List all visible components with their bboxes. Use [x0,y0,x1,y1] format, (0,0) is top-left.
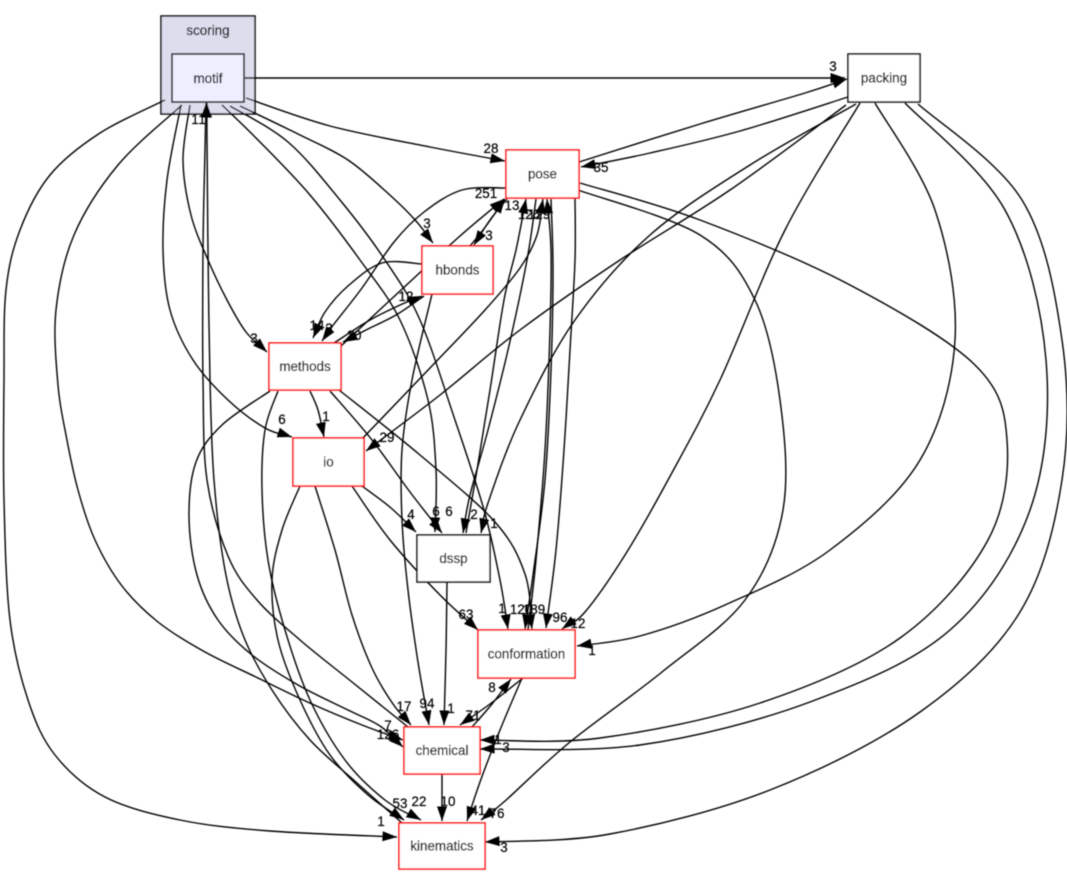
svg-text:scoring: scoring [186,23,229,38]
svg-text:6: 6 [445,504,452,519]
svg-text:1: 1 [447,701,454,716]
svg-text:3: 3 [325,321,332,336]
svg-text:1: 1 [498,601,505,616]
svg-text:3: 3 [502,740,509,755]
svg-text:packing: packing [861,71,907,86]
svg-text:96: 96 [553,610,568,625]
svg-text:1: 1 [191,112,198,127]
svg-text:94: 94 [420,696,435,711]
svg-text:251: 251 [475,186,497,201]
svg-text:2: 2 [470,507,477,522]
svg-text:8: 8 [488,680,495,695]
svg-text:1: 1 [588,643,595,658]
svg-text:7: 7 [384,718,391,733]
svg-text:methods: methods [279,359,331,374]
svg-text:3: 3 [829,59,836,74]
svg-text:189: 189 [523,602,545,617]
svg-text:pose: pose [528,167,557,182]
svg-text:10: 10 [441,794,456,809]
svg-text:35: 35 [594,160,609,175]
svg-text:3: 3 [250,331,257,346]
svg-text:71: 71 [466,708,481,723]
svg-text:126: 126 [377,727,399,742]
svg-text:120: 120 [510,602,532,617]
svg-text:29: 29 [380,430,395,445]
svg-text:chemical: chemical [416,743,469,758]
svg-text:dssp: dssp [439,551,467,566]
svg-text:3: 3 [500,840,507,855]
svg-text:kinematics: kinematics [410,839,474,854]
svg-text:10: 10 [347,328,362,343]
svg-text:hbonds: hbonds [436,263,480,278]
svg-text:io: io [323,455,333,470]
svg-text:129: 129 [528,207,550,222]
svg-text:126: 126 [518,207,540,222]
svg-text:conformation: conformation [488,647,565,662]
svg-text:63: 63 [459,607,474,622]
svg-text:13: 13 [505,198,520,213]
svg-text:28: 28 [484,141,499,156]
svg-text:6: 6 [432,504,439,519]
svg-text:17: 17 [397,699,412,714]
svg-text:1: 1 [490,516,497,531]
svg-text:1: 1 [322,409,329,424]
svg-text:76: 76 [490,806,505,821]
svg-text:1: 1 [494,732,501,747]
svg-text:4: 4 [407,507,415,522]
svg-text:1: 1 [198,112,205,127]
svg-text:6: 6 [278,412,285,427]
svg-text:22: 22 [412,794,427,809]
svg-text:41: 41 [471,803,486,818]
svg-text:3: 3 [423,216,430,231]
svg-text:12: 12 [571,616,586,631]
svg-text:1: 1 [377,814,384,829]
svg-text:motif: motif [193,71,222,86]
svg-text:3: 3 [485,228,492,243]
